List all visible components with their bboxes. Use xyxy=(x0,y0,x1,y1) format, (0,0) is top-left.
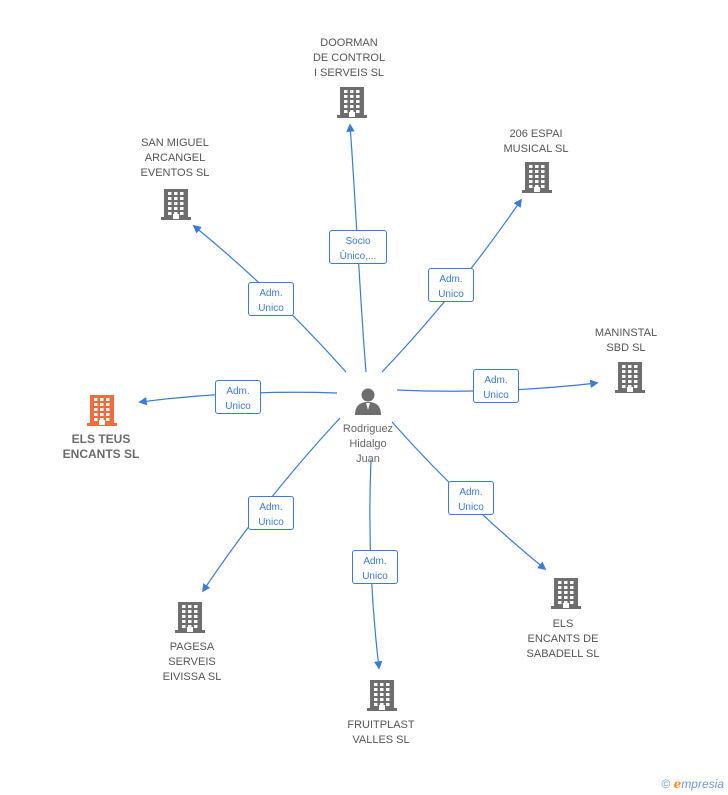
role-label-doorman: Socio Único,... xyxy=(329,230,387,264)
empresia-logo-e: e xyxy=(673,777,682,791)
company-label-sanmiguel[interactable]: SAN MIGUEL ARCANGEL EVENTOS SL xyxy=(140,137,210,179)
role-label-maninstal: Adm. Unico xyxy=(473,369,519,403)
building-icon[interactable] xyxy=(175,600,205,639)
person-icon[interactable] xyxy=(353,386,383,421)
building-icon[interactable] xyxy=(87,393,117,432)
role-label-pagesa: Adm. Unico xyxy=(248,496,294,530)
company-label-elsteus[interactable]: ELS TEUS ENCANTS SL xyxy=(62,432,140,461)
role-label-sanmiguel: Adm. Unico xyxy=(248,282,294,316)
company-label-elsencants[interactable]: ELS ENCANTS DE SABADELL SL xyxy=(526,618,600,660)
building-icon[interactable] xyxy=(367,678,397,717)
building-icon[interactable] xyxy=(161,187,191,226)
person-name[interactable]: Rodriguez Hidalgo Juan xyxy=(342,423,394,465)
company-label-206espai[interactable]: 206 ESPAI MUSICAL SL xyxy=(503,128,569,155)
building-icon[interactable] xyxy=(337,85,367,124)
company-label-pagesa[interactable]: PAGESA SERVEIS EIVISSA SL xyxy=(162,641,222,683)
role-label-fruitplast: Adm. Unico xyxy=(352,550,398,584)
company-label-fruitplast[interactable]: FRUITPLAST VALLES SL xyxy=(347,719,415,746)
building-icon[interactable] xyxy=(551,576,581,615)
role-label-elsteus: Adm. Unico xyxy=(215,380,261,414)
copyright-symbol: © xyxy=(661,777,671,791)
footer-brand[interactable]: © empresia xyxy=(661,777,724,791)
company-label-doorman[interactable]: DOORMAN DE CONTROL I SERVEIS SL xyxy=(312,37,386,79)
role-label-elsencants: Adm. Unico xyxy=(448,481,494,515)
building-icon[interactable] xyxy=(615,360,645,399)
building-icon[interactable] xyxy=(522,160,552,199)
role-label-206espai: Adm. Unico xyxy=(428,268,474,302)
empresia-brand-text: mpresia xyxy=(681,777,724,791)
company-label-maninstal[interactable]: MANINSTAL SBD SL xyxy=(594,327,658,354)
